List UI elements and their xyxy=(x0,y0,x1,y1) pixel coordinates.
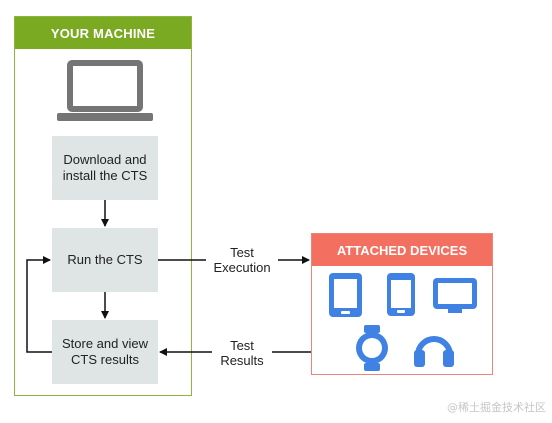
label-test-execution: Test Execution xyxy=(206,245,278,275)
arrow-loop-back xyxy=(26,256,52,353)
phone-icon xyxy=(387,273,415,316)
monitor-icon xyxy=(433,278,477,313)
your-machine-header: YOUR MACHINE xyxy=(15,17,191,49)
tablet-icon xyxy=(329,273,362,317)
watermark: @稀土掘金技术社区 xyxy=(447,401,546,414)
step-download-install: Download and install the CTS xyxy=(52,136,158,200)
watch-icon xyxy=(356,325,388,371)
step-run-cts: Run the CTS xyxy=(52,228,158,292)
laptop-icon xyxy=(57,60,153,121)
step-store-view-results: Store and view CTS results xyxy=(52,320,158,384)
attached-devices-header: ATTACHED DEVICES xyxy=(312,234,492,266)
label-test-results: Test Results xyxy=(212,338,272,368)
headphones-icon xyxy=(414,336,454,367)
